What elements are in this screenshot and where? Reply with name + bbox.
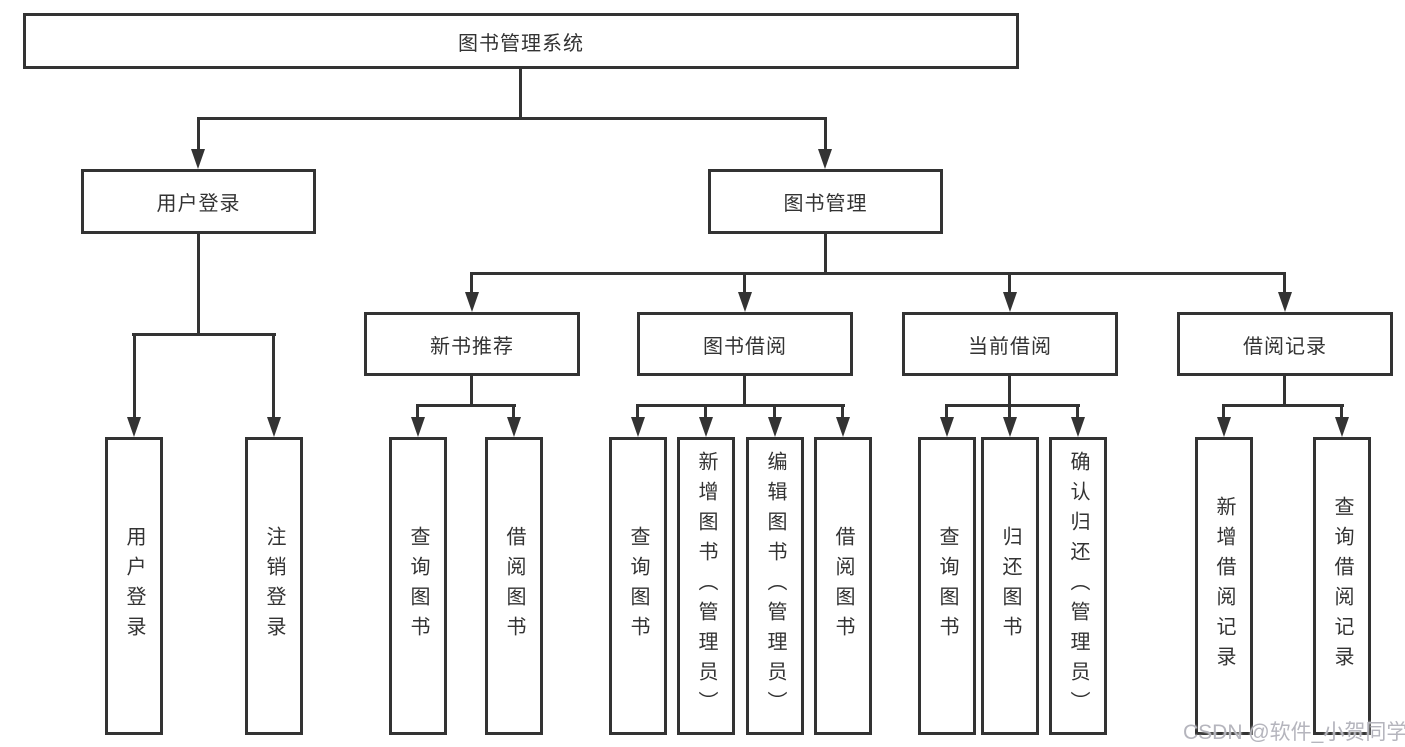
connector-drop-user-login	[197, 117, 200, 151]
connector-book-management-rail	[470, 272, 1286, 275]
node-label: 用户登录	[156, 193, 241, 215]
arrow-down-icon	[1003, 292, 1017, 312]
leaf-logout: 注销登录	[245, 437, 303, 735]
connector-drop-book-borrowing	[743, 272, 746, 294]
node-current-borrowing: 当前借阅	[902, 312, 1118, 376]
arrow-down-icon	[699, 417, 713, 437]
node-new-book-recommendation: 新书推荐	[364, 312, 580, 376]
arrow-down-icon	[411, 417, 425, 437]
node-label: 图书管理系统	[458, 32, 584, 55]
node-user-login: 用户登录	[81, 169, 316, 234]
arrow-down-icon	[818, 149, 832, 169]
arrow-down-icon	[768, 417, 782, 437]
connector-root-rail	[197, 117, 827, 120]
leaf-label: 借阅图书	[832, 526, 854, 646]
connector-drop	[704, 404, 707, 418]
leaf-bb-query-books: 查询图书	[609, 437, 667, 735]
connector-drop	[1222, 404, 1225, 418]
connector-drop	[636, 404, 639, 418]
leaf-nb-query-books: 查询图书	[389, 437, 447, 735]
arrow-down-icon	[127, 417, 141, 437]
arrow-down-icon	[1003, 417, 1017, 437]
node-borrowing-records: 借阅记录	[1177, 312, 1393, 376]
node-library-management-system: 图书管理系统	[23, 13, 1019, 69]
arrow-down-icon	[507, 417, 521, 437]
node-book-borrowing: 图书借阅	[637, 312, 853, 376]
connector-book-management-stem	[824, 234, 827, 272]
connector-drop	[773, 404, 776, 418]
arrow-down-icon	[1217, 417, 1231, 437]
connector-drop-new-book	[470, 272, 473, 294]
node-label: 当前借阅	[968, 335, 1052, 358]
node-book-management: 图书管理	[708, 169, 943, 234]
connector-user-login-stem	[197, 234, 200, 333]
leaf-bb-edit-books-admin: 编辑图书（管理员）	[746, 437, 804, 735]
connector-drop-current-borrowing	[1008, 272, 1011, 294]
leaf-label: 新增图书（管理员）	[695, 451, 717, 721]
leaf-label: 借阅图书	[503, 526, 525, 646]
connector-drop-leaf-logout	[272, 333, 275, 419]
node-label: 图书管理	[783, 193, 868, 215]
connector-drop	[1076, 404, 1079, 418]
arrow-down-icon	[738, 292, 752, 312]
connector-user-login-rail	[132, 333, 276, 336]
leaf-label: 确认归还（管理员）	[1067, 451, 1089, 721]
leaf-bb-borrow-books: 借阅图书	[814, 437, 872, 735]
connector-new-book-rail	[416, 404, 516, 407]
connector-borrowing-records-rail	[1222, 404, 1344, 407]
leaf-user-login: 用户登录	[105, 437, 163, 735]
connector-drop	[512, 404, 515, 418]
arrow-down-icon	[1278, 292, 1292, 312]
node-label: 新书推荐	[430, 335, 514, 358]
leaf-br-query-record: 查询借阅记录	[1313, 437, 1371, 735]
leaf-label: 查询图书	[407, 526, 429, 646]
leaf-label: 归还图书	[999, 526, 1021, 646]
connector-drop-borrowing-records	[1283, 272, 1286, 294]
node-label: 图书借阅	[703, 335, 787, 358]
leaf-label: 查询借阅记录	[1331, 496, 1353, 676]
connector-drop-book-management	[824, 117, 827, 151]
arrow-down-icon	[631, 417, 645, 437]
leaf-label: 查询图书	[936, 526, 958, 646]
leaf-label: 注销登录	[263, 526, 285, 646]
connector-borrowing-records-stem	[1283, 376, 1286, 406]
node-label: 借阅记录	[1243, 335, 1327, 358]
connector-new-book-stem	[470, 376, 473, 406]
leaf-label: 用户登录	[123, 526, 145, 646]
leaf-cb-query-books: 查询图书	[918, 437, 976, 735]
connector-drop	[416, 404, 419, 418]
connector-root-stem	[519, 69, 522, 117]
connector-current-borrowing-stem	[1008, 376, 1011, 406]
leaf-label: 新增借阅记录	[1213, 496, 1235, 676]
arrow-down-icon	[191, 149, 205, 169]
arrow-down-icon	[940, 417, 954, 437]
arrow-down-icon	[836, 417, 850, 437]
leaf-cb-return-books: 归还图书	[981, 437, 1039, 735]
connector-drop	[1340, 404, 1343, 418]
arrow-down-icon	[1071, 417, 1085, 437]
connector-drop	[841, 404, 844, 418]
leaf-bb-add-books-admin: 新增图书（管理员）	[677, 437, 735, 735]
leaf-cb-confirm-return-admin: 确认归还（管理员）	[1049, 437, 1107, 735]
connector-book-borrowing-rail	[636, 404, 845, 407]
connector-drop	[1008, 404, 1011, 418]
arrow-down-icon	[1335, 417, 1349, 437]
connector-drop	[945, 404, 948, 418]
leaf-label: 编辑图书（管理员）	[764, 451, 786, 721]
leaf-label: 查询图书	[627, 526, 649, 646]
watermark: CSDN @软件_小贺同学	[1183, 721, 1405, 744]
connector-current-borrowing-rail	[945, 404, 1080, 407]
arrow-down-icon	[267, 417, 281, 437]
connector-book-borrowing-stem	[743, 376, 746, 406]
leaf-br-add-record: 新增借阅记录	[1195, 437, 1253, 735]
arrow-down-icon	[465, 292, 479, 312]
connector-drop-leaf-user-login	[133, 333, 136, 419]
leaf-nb-borrow-books: 借阅图书	[485, 437, 543, 735]
